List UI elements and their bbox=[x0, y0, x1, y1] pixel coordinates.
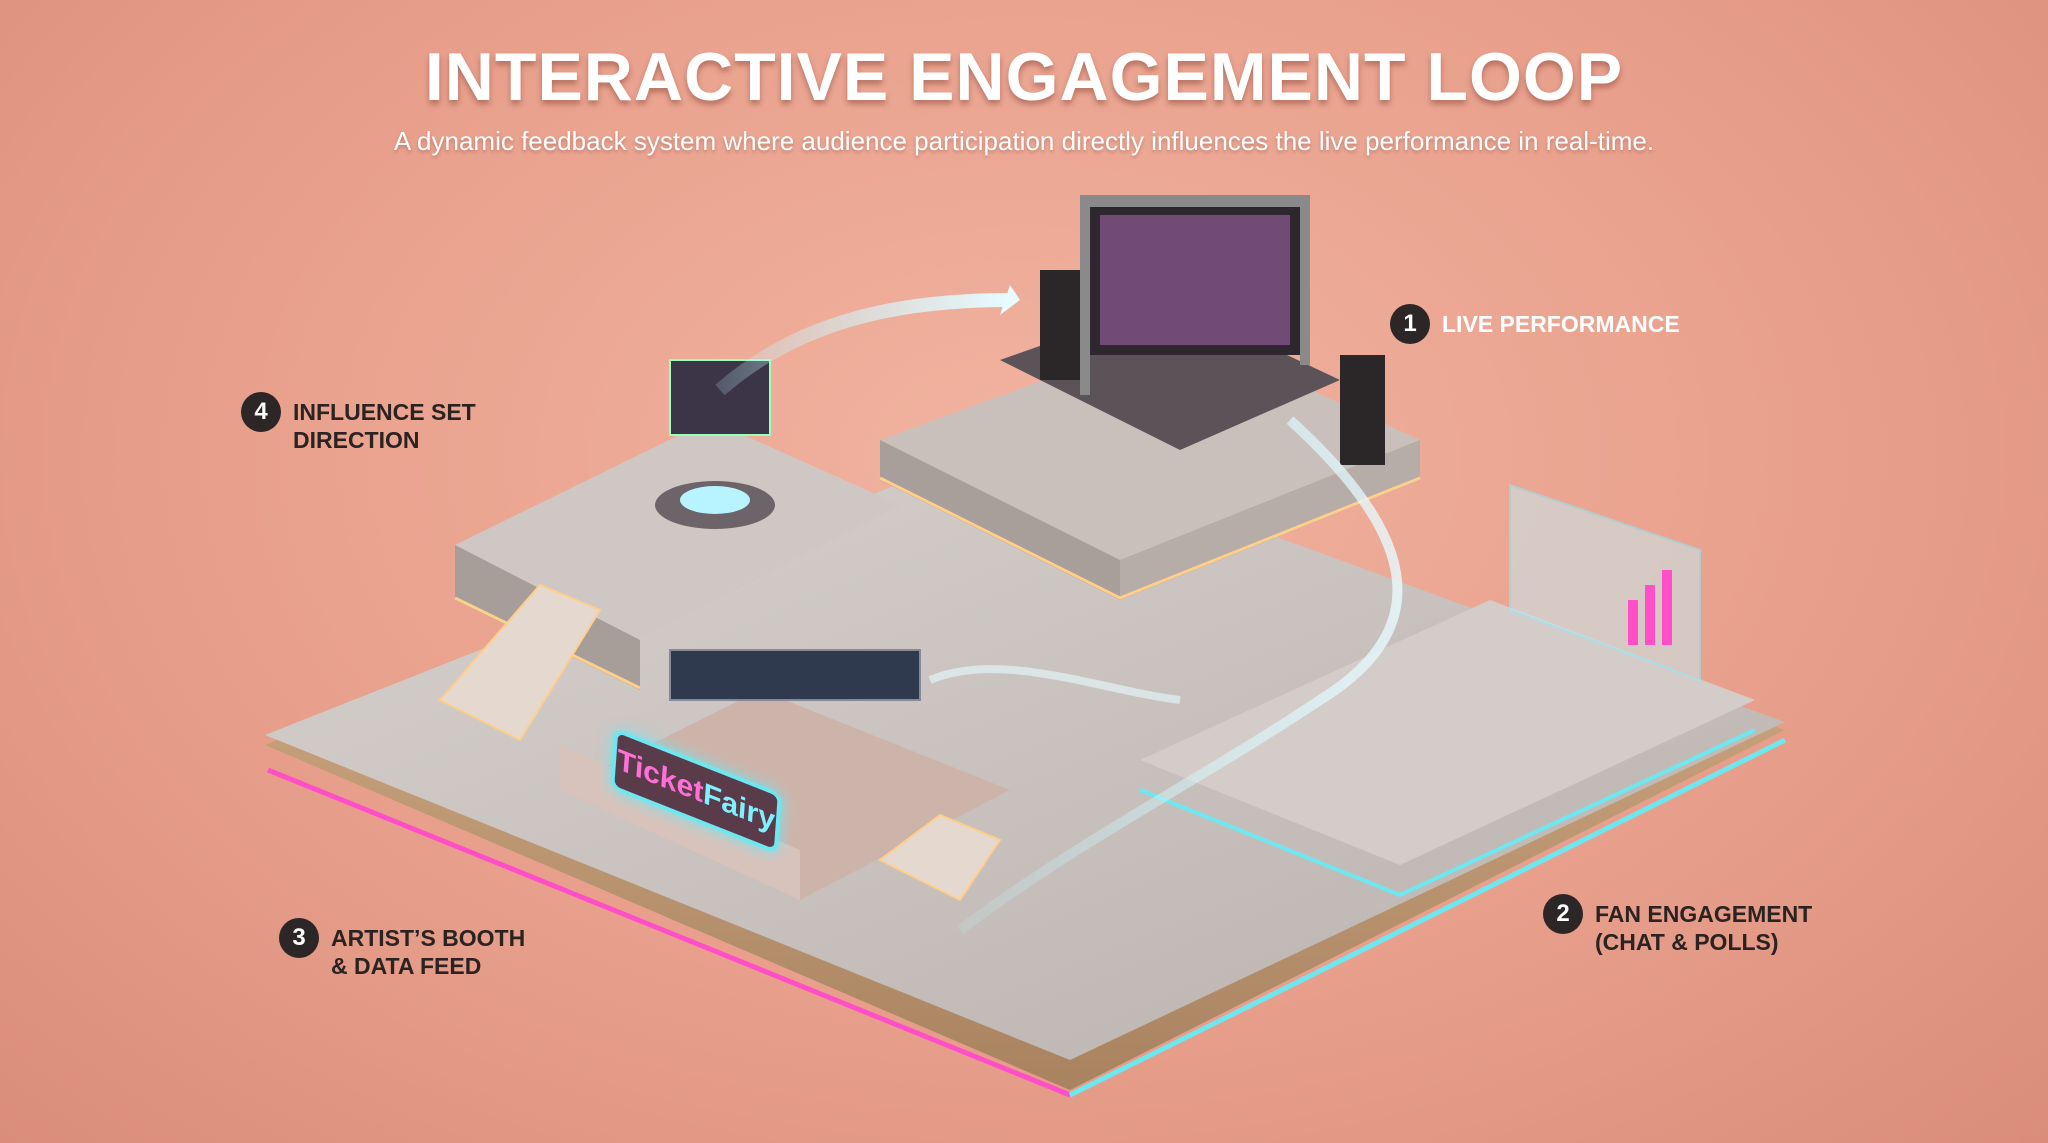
data-flow-stream bbox=[957, 416, 1403, 935]
callout-label: LIVE PERFORMANCE bbox=[1442, 311, 1680, 337]
page-subtitle: A dynamic feedback system where audience… bbox=[393, 126, 1655, 156]
callout-live-performance: 1 LIVE PERFORMANCE bbox=[1390, 304, 1680, 344]
step-number-badge: 1 bbox=[1390, 304, 1430, 344]
monitor-bank bbox=[669, 649, 921, 701]
truss bbox=[1080, 195, 1310, 207]
callout-label: DIRECTION bbox=[293, 427, 420, 453]
callout-label: INFLUENCE SET bbox=[293, 399, 476, 425]
callout-label: (CHAT & POLLS) bbox=[1595, 929, 1779, 955]
neon-strip-cyan bbox=[1068, 737, 1787, 1098]
callout-artists-booth: 3 ARTIST’S BOOTH& DATA FEED bbox=[279, 918, 526, 980]
step-number-badge: 3 bbox=[279, 918, 319, 958]
fan-area-platform bbox=[1140, 600, 1755, 865]
callout-label: ARTIST’S BOOTH bbox=[331, 925, 526, 951]
stairs bbox=[438, 583, 602, 742]
upper-left-platform bbox=[455, 420, 900, 640]
callout-label: FAN ENGAGEMENT bbox=[1595, 901, 1813, 927]
page-title: INTERACTIVE ENGAGEMENT LOOP bbox=[424, 39, 1624, 115]
data-flow-arrow bbox=[715, 293, 1011, 396]
speaker-left bbox=[1040, 270, 1080, 380]
callout-label: & DATA FEED bbox=[331, 953, 482, 979]
step-number-badge: 2 bbox=[1543, 894, 1583, 934]
neon-strip-pink bbox=[267, 767, 1071, 1098]
step-number-badge: 4 bbox=[241, 392, 281, 432]
speaker-right bbox=[1340, 355, 1385, 465]
callout-fan-engagement: 2 FAN ENGAGEMENT(CHAT & POLLS) bbox=[1543, 894, 1813, 956]
